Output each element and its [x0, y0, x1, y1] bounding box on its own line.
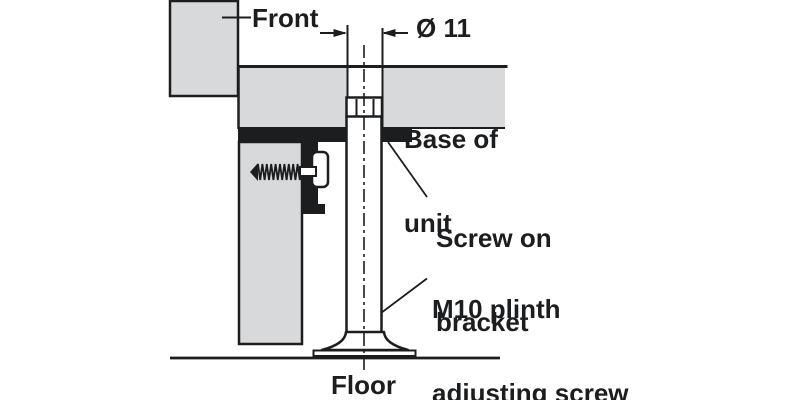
bracket-top-flange — [238, 129, 412, 142]
screw-tip — [250, 163, 258, 181]
screw-shank — [299, 166, 317, 177]
base-of-unit-label-line2: unit — [404, 208, 452, 238]
screw-on-bracket-label-line2: bracket — [436, 307, 529, 337]
adjusting-screw-label-line1: M10 plinth — [432, 294, 561, 324]
screw-bracket-leader-line — [387, 141, 428, 198]
bracket-foot — [302, 204, 325, 214]
screw-on-bracket-label-line1: Screw on — [436, 223, 552, 253]
front-label: Front — [252, 3, 319, 33]
floor-label: Floor — [331, 370, 396, 400]
diameter-label: Ø 11 — [416, 13, 471, 43]
front-panel — [168, 0, 240, 98]
base-of-unit-label: Base of unit — [404, 69, 498, 293]
screw-thread-zigzag — [257, 163, 303, 181]
screw-on-bracket-label: Screw on bracket — [436, 168, 552, 392]
dim-arrow-left-head — [333, 29, 347, 37]
adjusting-screw-label-line2: adjusting screw — [432, 378, 629, 400]
dim-arrow-right-head — [382, 29, 396, 37]
base-of-unit-label-line1: Base of — [404, 124, 498, 154]
foot-bell — [320, 330, 410, 352]
adjusting-screw-leader-line — [380, 277, 428, 314]
adjusting-screw-label: M10 plinth adjusting screw — [432, 239, 629, 400]
